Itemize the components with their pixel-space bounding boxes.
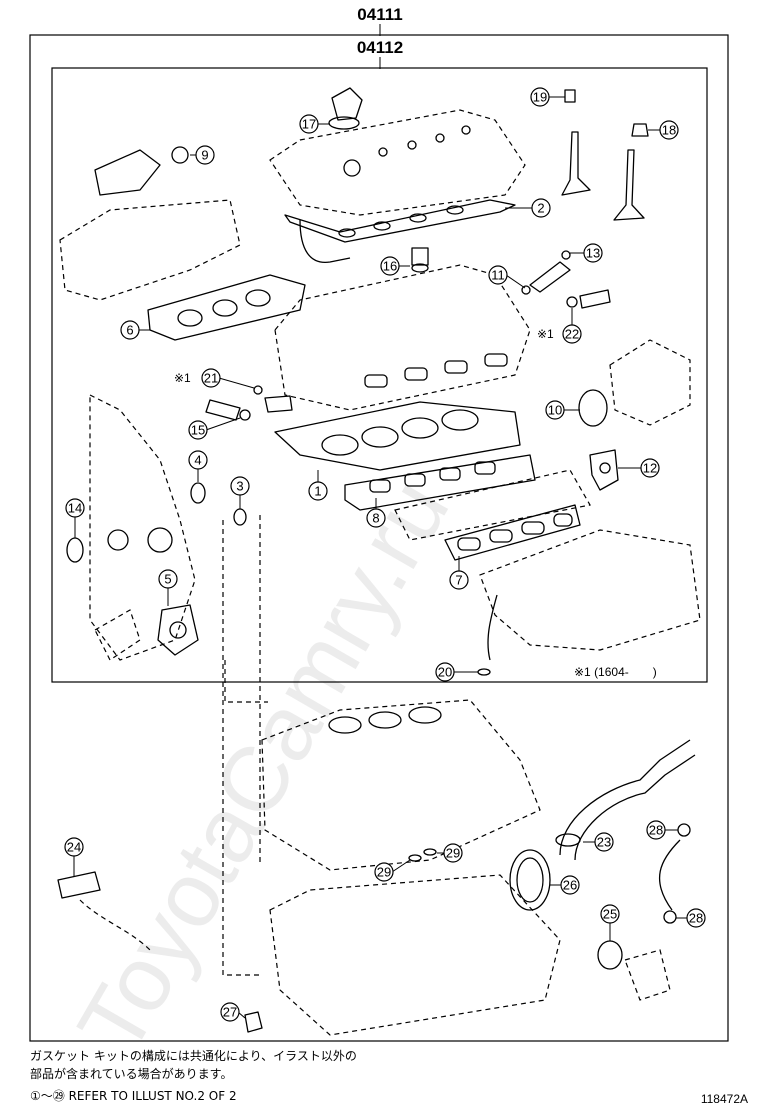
oil-pan	[269, 874, 561, 1036]
spark-plug-tube-gasket	[411, 247, 429, 273]
figure-number: 118472A	[700, 1092, 748, 1106]
callout-11: 11	[491, 268, 505, 283]
kit-code-outer: 04111	[357, 5, 402, 24]
sensor-seal-21	[253, 385, 293, 413]
callout-9: 9	[201, 148, 208, 163]
callout-12: 12	[643, 461, 657, 476]
inner-kit-frame	[51, 67, 708, 683]
water-pump-gasket	[157, 604, 199, 656]
timing-chain-cover	[89, 394, 196, 661]
intake-manifold-gasket-8	[344, 454, 536, 511]
callout-2: 2	[537, 201, 544, 216]
cylinder-head-gasket	[274, 401, 521, 471]
intake-manifold-spacer	[394, 469, 591, 541]
intake-manifold	[479, 529, 701, 651]
water-inlet-gasket-23	[555, 833, 581, 847]
callout-25: 25	[603, 907, 617, 922]
footnote-line-1: ガスケット キットの構成には共通化により、イラスト以外の	[30, 1049, 357, 1063]
callout-4: 4	[194, 453, 201, 468]
star-mark-22: ※1	[537, 327, 554, 341]
callout-19: 19	[533, 90, 547, 105]
star-mark-21: ※1	[174, 371, 191, 385]
head-cover-gasket	[284, 199, 516, 263]
callout-21: 21	[204, 371, 218, 386]
callout-6: 6	[126, 323, 133, 338]
cylinder-head-cover	[269, 109, 526, 216]
callout-3: 3	[236, 479, 243, 494]
callout-23: 23	[597, 835, 611, 850]
callout-17: 17	[302, 117, 316, 132]
o-ring-4	[190, 482, 206, 504]
throttle-body-gasket-12	[589, 449, 619, 491]
connector-line-c	[224, 660, 268, 703]
cylinder-head	[274, 264, 531, 411]
throttle-body	[578, 339, 691, 427]
callout-26: 26	[563, 878, 577, 893]
callout-10: 10	[548, 403, 562, 418]
connector-line-b	[222, 520, 262, 976]
rear-oil-seal-26	[509, 849, 551, 911]
callout-28-upper: 28	[649, 823, 663, 838]
gaskets-29	[408, 848, 437, 862]
footnote-line-2: 部品が含まれている場合があります。	[30, 1067, 233, 1081]
water-pump	[94, 609, 141, 661]
callout-1: 1	[314, 484, 321, 499]
exhaust-manifold	[59, 146, 241, 301]
callout-24: 24	[67, 840, 81, 855]
footnote-line-3: ①～㉙ REFER TO ILLUST NO.2 OF 2	[30, 1089, 237, 1103]
callout-27: 27	[223, 1005, 237, 1020]
callout-13: 13	[586, 246, 600, 261]
callout-29-left: 29	[377, 865, 391, 880]
oil-filler-cap	[328, 87, 363, 130]
kit-code-inner: 04112	[357, 38, 403, 57]
sensor-gasket-22	[566, 289, 611, 309]
outer-kit-frame	[29, 34, 729, 1042]
callout-14: 14	[68, 501, 82, 516]
cylinder-block	[261, 699, 541, 871]
callout-8: 8	[372, 511, 379, 526]
hose-with-gaskets-28	[658, 823, 691, 924]
drain-plug-gasket-27	[244, 1011, 263, 1033]
callout-7: 7	[455, 573, 462, 588]
callout-15: 15	[191, 423, 205, 438]
fuel-injector	[521, 250, 571, 295]
dipstick-guide-o-ring	[477, 594, 498, 676]
callout-22: 22	[565, 327, 579, 342]
callout-20: 20	[438, 665, 452, 680]
intake-manifold-gasket-7	[444, 504, 581, 561]
callout-5: 5	[164, 572, 171, 587]
callout-29-right: 29	[446, 846, 460, 861]
oil-strainer-gasket-24	[57, 871, 151, 951]
exhaust-manifold-gasket	[147, 274, 306, 341]
watermark: ToyotaCamry.ru	[59, 463, 469, 1070]
oil-seal-25	[597, 940, 671, 1001]
intake-valves	[561, 131, 645, 221]
water-inlet-pipe	[559, 739, 696, 861]
callout-18: 18	[662, 123, 676, 138]
callout-16: 16	[383, 259, 397, 274]
range-note: ※1 (1604- )	[574, 665, 657, 679]
callout-28-lower: 28	[689, 911, 703, 926]
sensor-seal-15	[205, 399, 251, 421]
callouts: 17 9 19 18 2 16 11 13 6 ※1 22 ※1	[64, 87, 706, 1022]
crankshaft-front-oil-seal	[66, 537, 84, 563]
o-ring-3	[233, 508, 247, 526]
